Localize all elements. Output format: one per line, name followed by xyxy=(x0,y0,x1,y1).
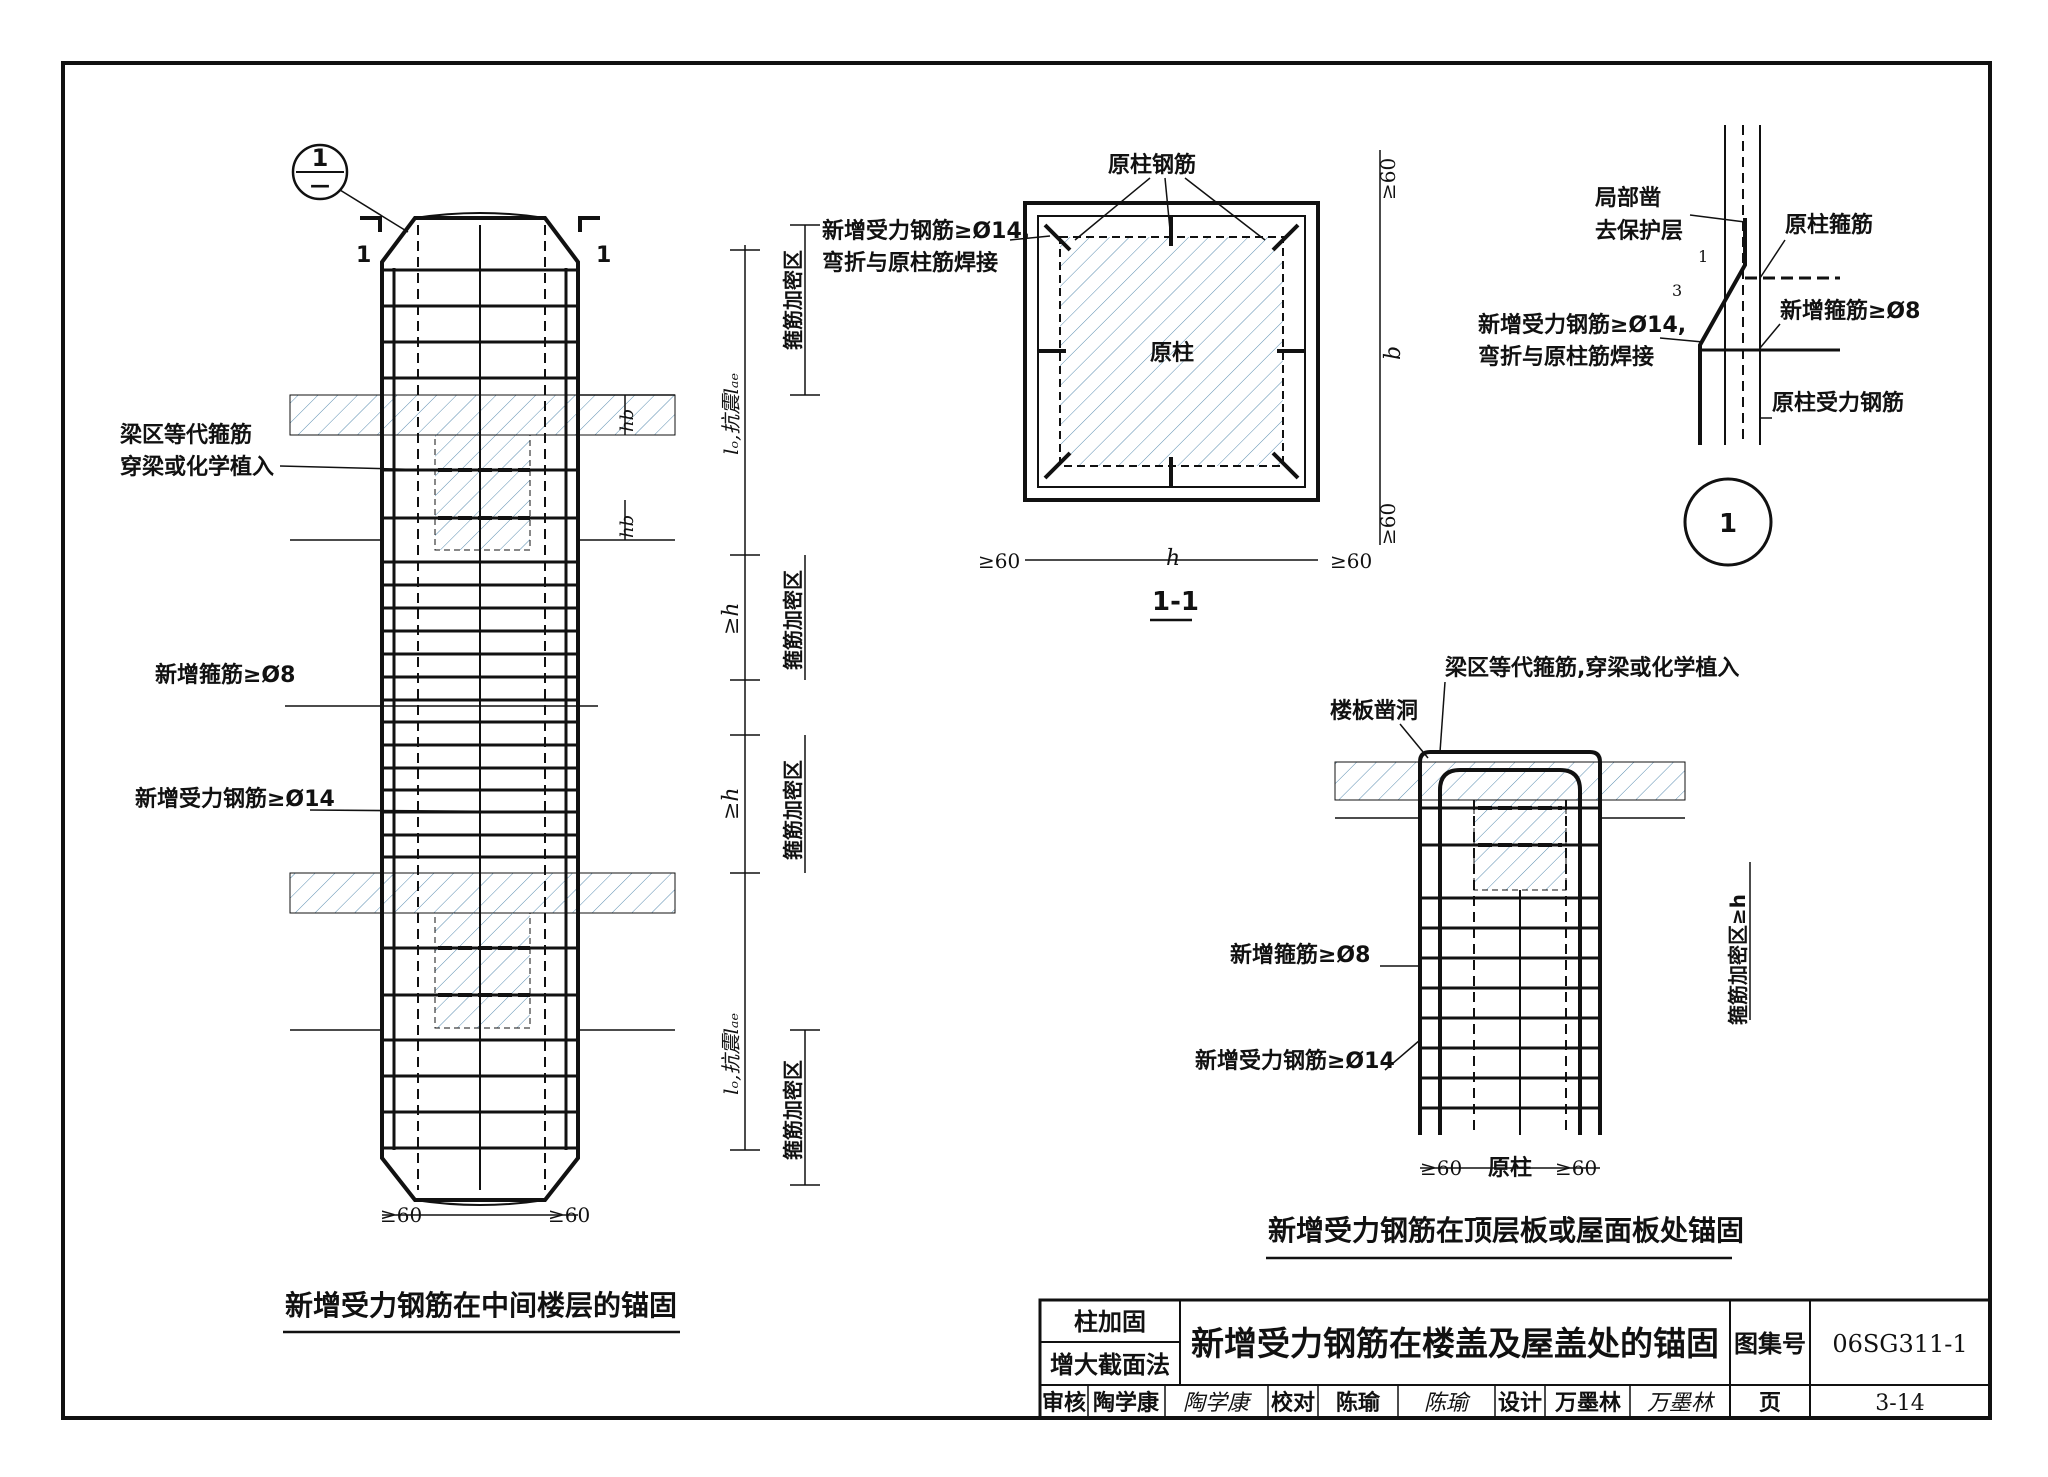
beam-stirrup-label-1: 梁区等代箍筋 xyxy=(119,422,252,448)
section-outer xyxy=(1023,201,1320,502)
dense-zone-4: 箍筋加密区 xyxy=(781,1060,805,1160)
section-new-rebar-2: 弯折与原柱筋焊接 xyxy=(822,250,998,276)
top-floor-elevation: 梁区等代箍筋,穿梁或化学植入 楼板凿洞 新增箍筋≥Ø8 新增受力钢筋≥Ø14 箍… xyxy=(1195,655,1751,1260)
cut-mark-right: 1 xyxy=(596,243,611,268)
detail-new-stirrup: 新增箍筋≥Ø8 xyxy=(1780,298,1920,324)
page-number: 3-14 xyxy=(1875,1391,1924,1416)
top-beam-label: 梁区等代箍筋,穿梁或化学植入 xyxy=(1444,655,1739,681)
slope-1: 1 xyxy=(1698,247,1708,266)
top-dim-ge60-left: ≥60 xyxy=(1420,1156,1462,1180)
floor-slab-lower xyxy=(289,872,676,914)
reviewer-sign: 陶学康 xyxy=(1183,1391,1253,1416)
section-symbol-top: 1 xyxy=(312,144,329,172)
section-new-rebar-1: 新增受力钢筋≥Ø14, xyxy=(822,218,1030,244)
dim-ge60-right: ≥60 xyxy=(548,1203,590,1227)
detail-symbol xyxy=(1683,477,1773,567)
section-symbol xyxy=(291,143,349,201)
top-stirrup-label: 新增箍筋≥Ø8 xyxy=(1230,942,1370,968)
sheet-border xyxy=(61,61,1992,1420)
designer: 万墨林 xyxy=(1554,1391,1621,1416)
local-cut-2: 去保护层 xyxy=(1595,219,1683,244)
category-line2: 增大截面法 xyxy=(1050,1351,1170,1379)
orig-stirrup-label: 原柱箍筋 xyxy=(1785,212,1873,238)
left-elevation: 1 — 1 1 梁区等代箍筋 穿梁或化学植入 新增箍筋≥Ø8 新增受力钢筋≥Ø1… xyxy=(119,143,820,1334)
top-orig-column: 原柱 xyxy=(1488,1156,1532,1181)
left-caption: 新增受力钢筋在中间楼层的锚固 xyxy=(285,1289,677,1322)
orig-rebar-label: 原柱钢筋 xyxy=(1108,152,1196,178)
slab-hole-label: 楼板凿洞 xyxy=(1330,699,1418,724)
top-caption: 新增受力钢筋在顶层板或屋面板处锚固 xyxy=(1268,1214,1744,1247)
section-dim-ge60-bottom: ≥60 xyxy=(1376,503,1400,545)
dense-zone-3: 箍筋加密区 xyxy=(781,760,805,860)
title-block: 柱加固 增大截面法 新增受力钢筋在楼盖及屋盖处的锚固 图集号 06SG311-1… xyxy=(1038,1298,1992,1420)
slope-3: 3 xyxy=(1672,281,1682,300)
beam-zone-lower xyxy=(434,912,531,1029)
designer-sign: 万墨林 xyxy=(1647,1391,1716,1416)
new-stirrup-label: 新增箍筋≥Ø8 xyxy=(155,662,295,688)
dim-lo-upper: lₒ,抗震lₐₑ xyxy=(719,373,743,455)
dim-ge60-left: ≥60 xyxy=(380,1203,422,1227)
local-cut-1: 局部凿 xyxy=(1595,185,1661,211)
dim-ge-h-2: ≥h xyxy=(719,787,744,820)
detail-new-rebar-1: 新增受力钢筋≥Ø14, xyxy=(1478,312,1686,338)
dense-zone-2: 箍筋加密区 xyxy=(781,570,805,670)
dim-hb-lower: hb xyxy=(617,515,638,538)
category-line1: 柱加固 xyxy=(1074,1308,1146,1336)
dim-ge-h-1: ≥h xyxy=(719,602,744,635)
stirrups xyxy=(382,268,578,1150)
dim-lo-lower: lₒ,抗震lₐₑ xyxy=(719,1013,743,1095)
reviewer: 陶学康 xyxy=(1093,1390,1160,1416)
section-dim-ge60-right: ≥60 xyxy=(1330,549,1372,573)
detail-symbol-label: 1 xyxy=(1719,509,1737,539)
design-label: 设计 xyxy=(1498,1391,1542,1416)
section-symbol-bottom: — xyxy=(310,173,330,197)
section-dim-ge60-top: ≥60 xyxy=(1376,158,1400,200)
orig-column-label: 原柱 xyxy=(1150,341,1194,366)
cut-mark-left: 1 xyxy=(356,243,371,268)
section-dim-ge60-left: ≥60 xyxy=(978,549,1020,573)
roof-slab xyxy=(1334,761,1686,801)
section-caption: 1-1 xyxy=(1152,587,1199,617)
beam-stirrup-label-2: 穿梁或化学植入 xyxy=(120,454,274,480)
beam-zone-upper xyxy=(434,434,531,551)
new-rebar-label: 新增受力钢筋≥Ø14 xyxy=(135,786,335,812)
section-dim-h: h xyxy=(1166,546,1180,571)
top-dim-ge60-right: ≥60 xyxy=(1555,1156,1597,1180)
section-1-1: 原柱钢筋 新增受力钢筋≥Ø14, 弯折与原柱筋焊接 原柱 ≥60 h ≥60 ≥… xyxy=(822,150,1406,622)
detail-1: 局部凿 去保护层 原柱箍筋 新增箍筋≥Ø8 新增受力钢筋≥Ø14, 弯折与原柱筋… xyxy=(1478,125,1920,567)
page-label: 页 xyxy=(1759,1391,1781,1416)
sheet-title: 新增受力钢筋在楼盖及屋盖处的锚固 xyxy=(1191,1324,1719,1363)
review-label: 审核 xyxy=(1042,1390,1086,1416)
check-label: 校对 xyxy=(1271,1390,1315,1416)
orig-main-rebar: 原柱受力钢筋 xyxy=(1772,390,1904,416)
checker: 陈瑜 xyxy=(1336,1390,1381,1416)
top-dense-zone: 箍筋加密区≥h xyxy=(1726,894,1750,1025)
dense-zone-1: 箍筋加密区 xyxy=(781,250,805,350)
top-column-outline xyxy=(1418,750,1602,1135)
detail-new-rebar-2: 弯折与原柱筋焊接 xyxy=(1478,344,1654,370)
atlas-number: 06SG311-1 xyxy=(1832,1330,1967,1358)
checker-sign: 陈瑜 xyxy=(1424,1391,1471,1416)
dim-hb-upper: hb xyxy=(617,409,638,432)
top-rebar-label: 新增受力钢筋≥Ø14 xyxy=(1195,1048,1395,1074)
section-dim-b: b xyxy=(1381,346,1406,360)
atlas-label: 图集号 xyxy=(1734,1330,1806,1358)
